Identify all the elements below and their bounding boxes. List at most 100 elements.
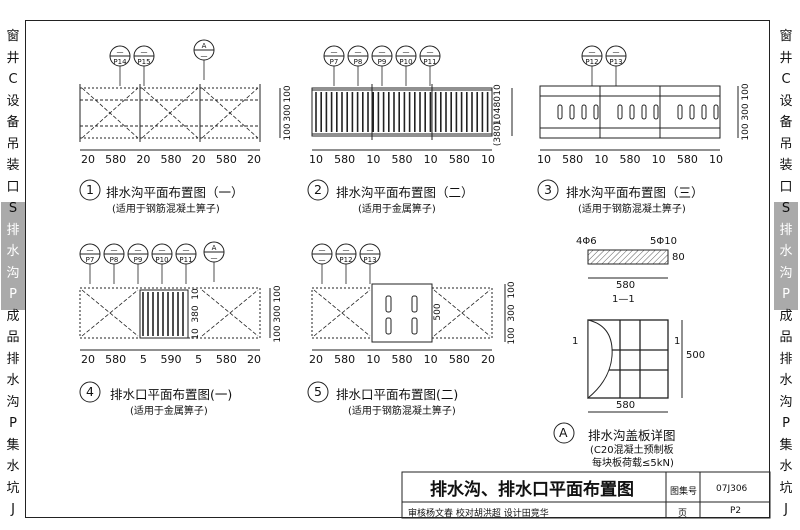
dimension-label: 100 bbox=[273, 325, 283, 342]
dimension-label: 20 bbox=[481, 353, 495, 366]
reference-balloon: —P10 bbox=[151, 243, 173, 284]
diagram-4-number: 4 bbox=[86, 384, 94, 399]
page-number: P2 bbox=[730, 506, 742, 516]
dimension-label: 480 bbox=[493, 96, 503, 113]
side-index-char: 坑 bbox=[6, 480, 20, 496]
reference-balloon: —P7 bbox=[79, 243, 101, 284]
balloon-bottom: P10 bbox=[399, 58, 412, 66]
balloon-top: A bbox=[212, 244, 217, 252]
balloon-top: — bbox=[367, 246, 374, 254]
diagram-2-title: 排水沟平面布置图（二） bbox=[336, 185, 474, 200]
side-index-char: 吊 bbox=[779, 136, 793, 152]
dimension-label: 580 bbox=[620, 153, 641, 166]
dimension-label: 500 bbox=[433, 303, 443, 320]
dimension-label: 20 bbox=[192, 153, 206, 166]
side-index-char: 排 bbox=[774, 223, 798, 238]
dimension-label: 580 bbox=[216, 153, 237, 166]
reference-balloon: —P10 bbox=[395, 45, 417, 86]
balloon-top: — bbox=[87, 246, 94, 254]
balloon-bottom: P15 bbox=[137, 58, 150, 66]
balloon-top: — bbox=[355, 48, 362, 56]
reference-balloon: A— bbox=[203, 241, 225, 282]
diagram-3-number: 3 bbox=[544, 182, 552, 197]
detail-height: 500 bbox=[686, 350, 706, 361]
drawing-frame bbox=[25, 20, 770, 518]
balloon-top: — bbox=[379, 48, 386, 56]
dimension-label: 100 bbox=[283, 123, 293, 140]
side-index-char: C bbox=[781, 72, 791, 87]
detail-section-right: 1 bbox=[674, 336, 681, 347]
dimension-label: 100 bbox=[741, 123, 751, 140]
diagram-1-number: 1 bbox=[86, 182, 94, 197]
side-index-char: P bbox=[9, 416, 17, 431]
dimension-label: 10 bbox=[481, 153, 495, 166]
side-index-char: 水 bbox=[779, 373, 793, 388]
side-index-char: 排 bbox=[1, 223, 25, 238]
balloon-top: — bbox=[111, 246, 118, 254]
balloon-top: — bbox=[117, 48, 124, 56]
dimension-label: 20 bbox=[81, 353, 95, 366]
balloon-top: — bbox=[141, 48, 148, 56]
detail-a-circle bbox=[553, 422, 575, 444]
balloon-bottom: — bbox=[211, 254, 218, 262]
balloon-bottom: P8 bbox=[110, 256, 119, 264]
dimension-label: 580 bbox=[216, 353, 237, 366]
detail-section-mark: 1—1 bbox=[612, 294, 635, 305]
atlas-number: 07J306 bbox=[716, 484, 748, 494]
side-index-char: 备 bbox=[779, 115, 793, 130]
diagram-3-number-circle bbox=[537, 179, 559, 201]
dimension-label: 10 bbox=[709, 153, 723, 166]
dimension-label: 580 bbox=[392, 153, 413, 166]
balloon-bottom: P13 bbox=[609, 58, 622, 66]
balloon-bottom: P14 bbox=[113, 58, 127, 66]
reference-balloon: — P13 bbox=[359, 243, 381, 284]
dimension-label: 20 bbox=[247, 153, 261, 166]
reference-balloon: —P8 bbox=[347, 45, 369, 86]
dimension-label: 100 bbox=[741, 83, 751, 100]
dimension-label: 580 bbox=[449, 153, 470, 166]
side-index-char: 沟 bbox=[774, 266, 798, 281]
reference-balloon: —— bbox=[311, 243, 333, 284]
diagram-4-note: (适用于金属箅子) bbox=[130, 406, 208, 417]
dimension-label: 10 bbox=[493, 84, 503, 96]
diagram-3-note: (适用于钢筋混凝土箅子) bbox=[578, 204, 686, 215]
balloon-bottom: — bbox=[319, 256, 326, 264]
side-index-char: C bbox=[8, 72, 18, 87]
detail-width-top: 580 bbox=[616, 280, 636, 291]
balloon-top: A bbox=[202, 42, 207, 50]
dimension-label: 100 bbox=[507, 281, 517, 298]
reference-balloon: —P12 bbox=[335, 243, 357, 284]
diagram-4-number-circle bbox=[79, 381, 101, 403]
side-index-char: 吊 bbox=[6, 136, 20, 152]
reference-balloon: —P11 bbox=[175, 243, 197, 284]
side-index-char: 集 bbox=[6, 437, 20, 453]
page-label: 页 bbox=[678, 509, 688, 519]
dimension-label: 10 bbox=[366, 353, 380, 366]
balloon-top: — bbox=[589, 48, 596, 56]
reference-balloon: —P7 bbox=[323, 45, 345, 86]
detail-a-title: 排水沟盖板详图 bbox=[588, 428, 676, 443]
balloon-top: — bbox=[343, 246, 350, 254]
diagram-1-title: 排水沟平面布置图（一） bbox=[106, 185, 244, 200]
balloon-bottom: P13 bbox=[363, 256, 376, 264]
side-index-char: S bbox=[8, 201, 18, 216]
balloon-top: — bbox=[183, 246, 190, 254]
dimension-label: 10 bbox=[366, 153, 380, 166]
balloon-bottom: P10 bbox=[155, 256, 168, 264]
atlas-label: 图集号 bbox=[670, 487, 698, 497]
dimension-label: 10 bbox=[191, 328, 201, 340]
diagram-4-plan bbox=[79, 287, 271, 351]
diagram-2-note: (适用于金属箅子) bbox=[358, 204, 436, 215]
reference-balloon: — P14 bbox=[109, 45, 131, 86]
balloon-bottom: P7 bbox=[330, 58, 339, 66]
diagram-2-number-circle bbox=[307, 179, 329, 201]
reference-balloon: A— bbox=[193, 39, 215, 80]
diagram-3-plan bbox=[539, 85, 739, 151]
dimension-label: 580 bbox=[334, 153, 355, 166]
diagram-2-number: 2 bbox=[314, 182, 322, 197]
dimension-label: 580 bbox=[677, 153, 698, 166]
reference-balloon: — P8 bbox=[103, 243, 125, 284]
reference-balloon: —P11 bbox=[419, 45, 441, 86]
side-index-char: 井 bbox=[779, 50, 793, 66]
side-index-char: 装 bbox=[6, 158, 20, 173]
